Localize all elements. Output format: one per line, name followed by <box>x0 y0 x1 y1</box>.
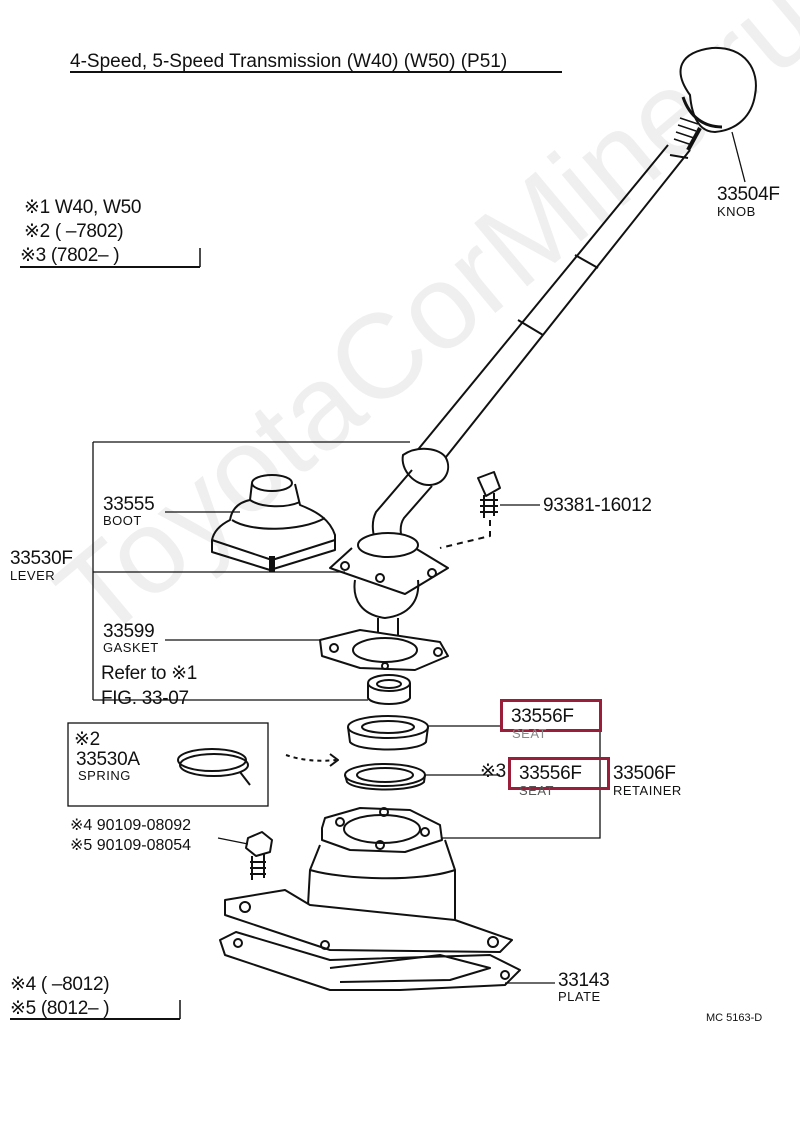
retainer-part-number: 33506F <box>613 763 676 784</box>
plate-part-name: PLATE <box>558 989 601 1004</box>
spring-part-name: SPRING <box>78 768 131 783</box>
note-4: ※4 ( –8012) <box>10 974 110 995</box>
leader-lines <box>10 71 746 1020</box>
spring-part-number: 33530A <box>76 749 140 770</box>
seat1-part-number: 33556F <box>511 706 574 727</box>
bolt5-part-number: ※5 90109-08054 <box>70 837 192 854</box>
spring-ref: ※2 <box>74 729 100 750</box>
page-title: 4-Speed, 5-Speed Transmission (W40) (W50… <box>70 51 508 72</box>
seat2-prefix: ※3 <box>480 761 506 782</box>
seat2-part-number: 33556F <box>519 763 582 784</box>
knob-part-name: KNOB <box>717 204 756 219</box>
note-3: ※3 (7802– ) <box>20 245 120 266</box>
seat2-part-name: SEAT <box>519 783 554 798</box>
seat1-part-name: SEAT <box>512 726 547 741</box>
lever-part-number: 33530F <box>10 548 73 569</box>
gasket-part-number: 33599 <box>103 621 155 642</box>
gasket-drawing <box>319 629 449 671</box>
drawing-code: MC 5163-D <box>706 1012 763 1024</box>
boot-drawing <box>211 474 336 572</box>
lever-drawing <box>329 144 691 640</box>
bolt45-drawing <box>245 831 273 880</box>
bolt-drawing <box>439 471 501 549</box>
refer-figure: FIG. 33-07 <box>101 688 189 709</box>
bolt4-part-number: ※4 90109-08092 <box>70 817 192 834</box>
knob-drawing <box>679 46 757 151</box>
seat1-highlight-box <box>500 699 602 732</box>
retainer-part-name: RETAINER <box>613 783 682 798</box>
spring-drawing <box>177 748 251 786</box>
knob-part-number: 33504F <box>717 184 780 205</box>
plate-drawing <box>219 931 521 991</box>
note-5: ※5 (8012– ) <box>10 998 110 1019</box>
seat2-drawing <box>344 763 426 791</box>
lever-part-name: LEVER <box>10 568 56 583</box>
gasket-part-name: GASKET <box>103 640 159 655</box>
bushing-drawing <box>367 674 411 705</box>
bolt-part-number: 93381-16012 <box>543 495 652 516</box>
boot-part-number: 33555 <box>103 494 155 515</box>
plate-part-number: 33143 <box>558 970 610 991</box>
retainer-drawing <box>224 807 513 953</box>
seat1-drawing <box>347 715 429 751</box>
refer-to-note: Refer to ※1 <box>101 663 198 684</box>
seat2-highlight-box <box>508 757 610 790</box>
note-1: ※1 W40, W50 <box>24 197 142 218</box>
boot-part-name: BOOT <box>103 513 142 528</box>
note-2: ※2 ( –7802) <box>24 221 124 242</box>
